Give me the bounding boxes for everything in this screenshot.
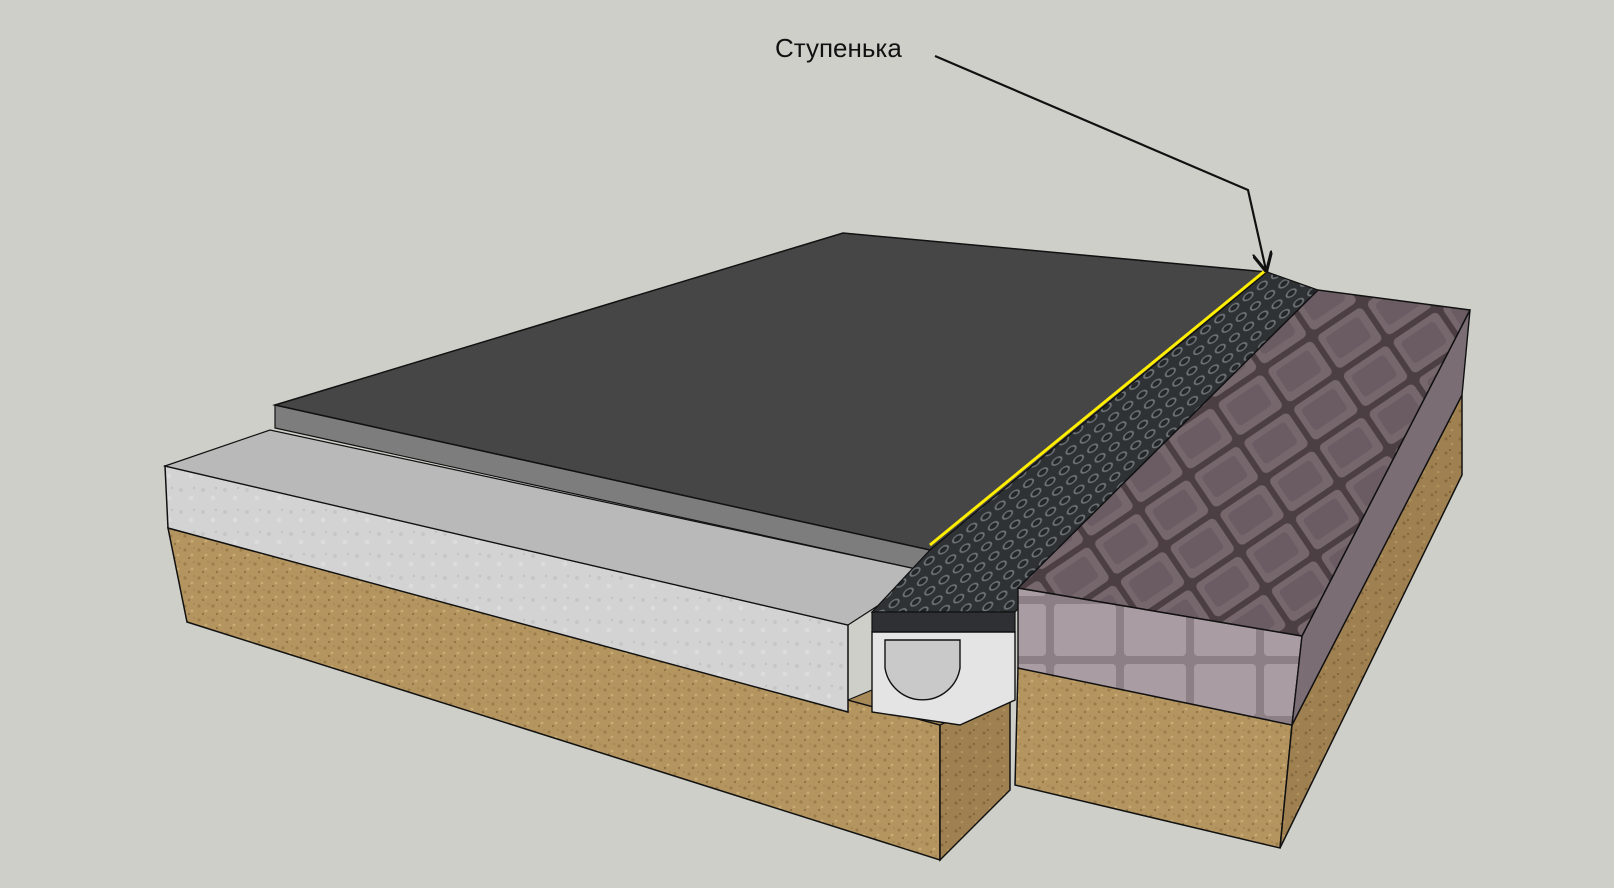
step-edge-marker [929,268,1267,547]
paver-top-surface [1016,289,1472,637]
leader-arrow [934,54,1266,270]
drain-channel-trough [884,639,961,701]
drain-grate-frame [871,611,1016,633]
callout-label: Ступенька [775,33,902,63]
